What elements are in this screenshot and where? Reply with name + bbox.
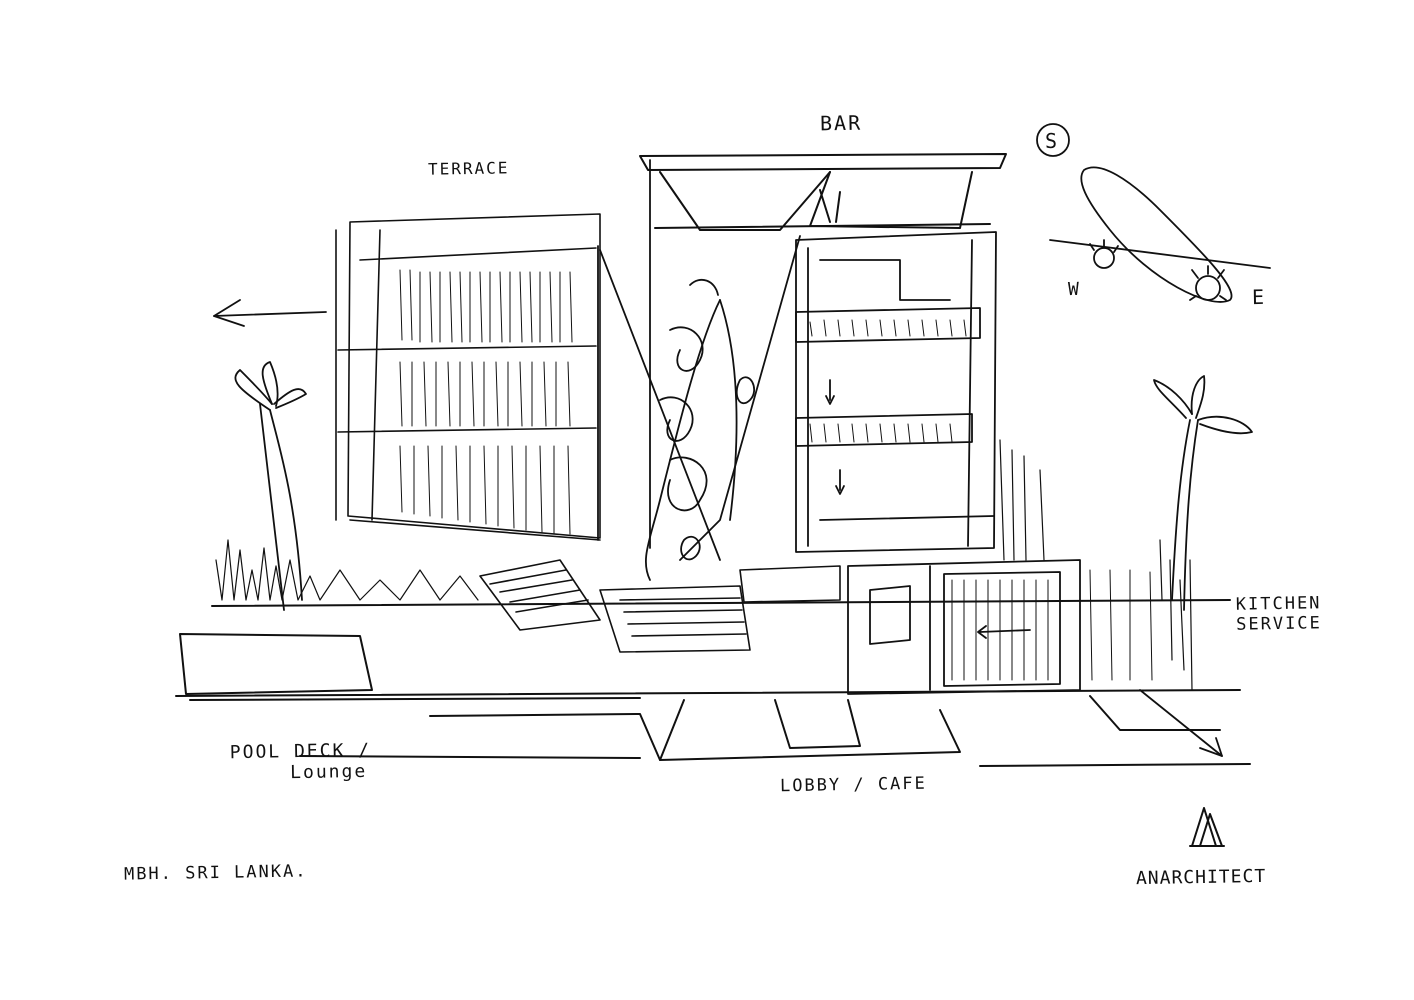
- right-block: [795, 231, 997, 553]
- pool-deck-label: POOL DECK / Lounge: [230, 740, 372, 785]
- anarchitect-logo-icon: [1189, 807, 1225, 847]
- palm-tree-left: [234, 361, 307, 611]
- kitchen-service-label: KITCHEN SERVICE: [1235, 593, 1322, 635]
- palm-tree-right: [1153, 375, 1253, 611]
- south-marker-label: S: [1045, 129, 1057, 153]
- bar-label: BAR: [819, 110, 863, 136]
- east-label: E: [1251, 284, 1267, 310]
- kitchen-label-line2: SERVICE: [1235, 612, 1322, 635]
- right-block-hatching: [809, 319, 967, 443]
- kitchen-service-block: [847, 559, 1081, 695]
- left-wing-hatching: [399, 269, 573, 535]
- west-direction-arrow: [213, 299, 327, 327]
- entry-arrow: [1139, 689, 1223, 757]
- west-label: W: [1067, 278, 1082, 301]
- firm-name: ANARCHITECT: [1135, 865, 1267, 890]
- terrace-label: TERRACE: [427, 158, 510, 179]
- base-vegetation: [215, 439, 1193, 691]
- central-tower: [597, 159, 801, 581]
- south-marker-icon: S: [1036, 123, 1070, 157]
- stair: [479, 559, 841, 653]
- pool-label-line2: Lounge: [289, 760, 368, 783]
- kitchen-label-line1: KITCHEN: [1235, 593, 1322, 615]
- bar-canopy: [639, 153, 1007, 231]
- project-title: MBH. SRI LANKA.: [123, 861, 308, 885]
- left-wing: [335, 213, 601, 541]
- lobby-cafe-label: LOBBY / CAFE: [779, 773, 927, 797]
- sun-path-diagram-icon: [1049, 166, 1271, 303]
- kitchen-hatching: [951, 569, 1153, 681]
